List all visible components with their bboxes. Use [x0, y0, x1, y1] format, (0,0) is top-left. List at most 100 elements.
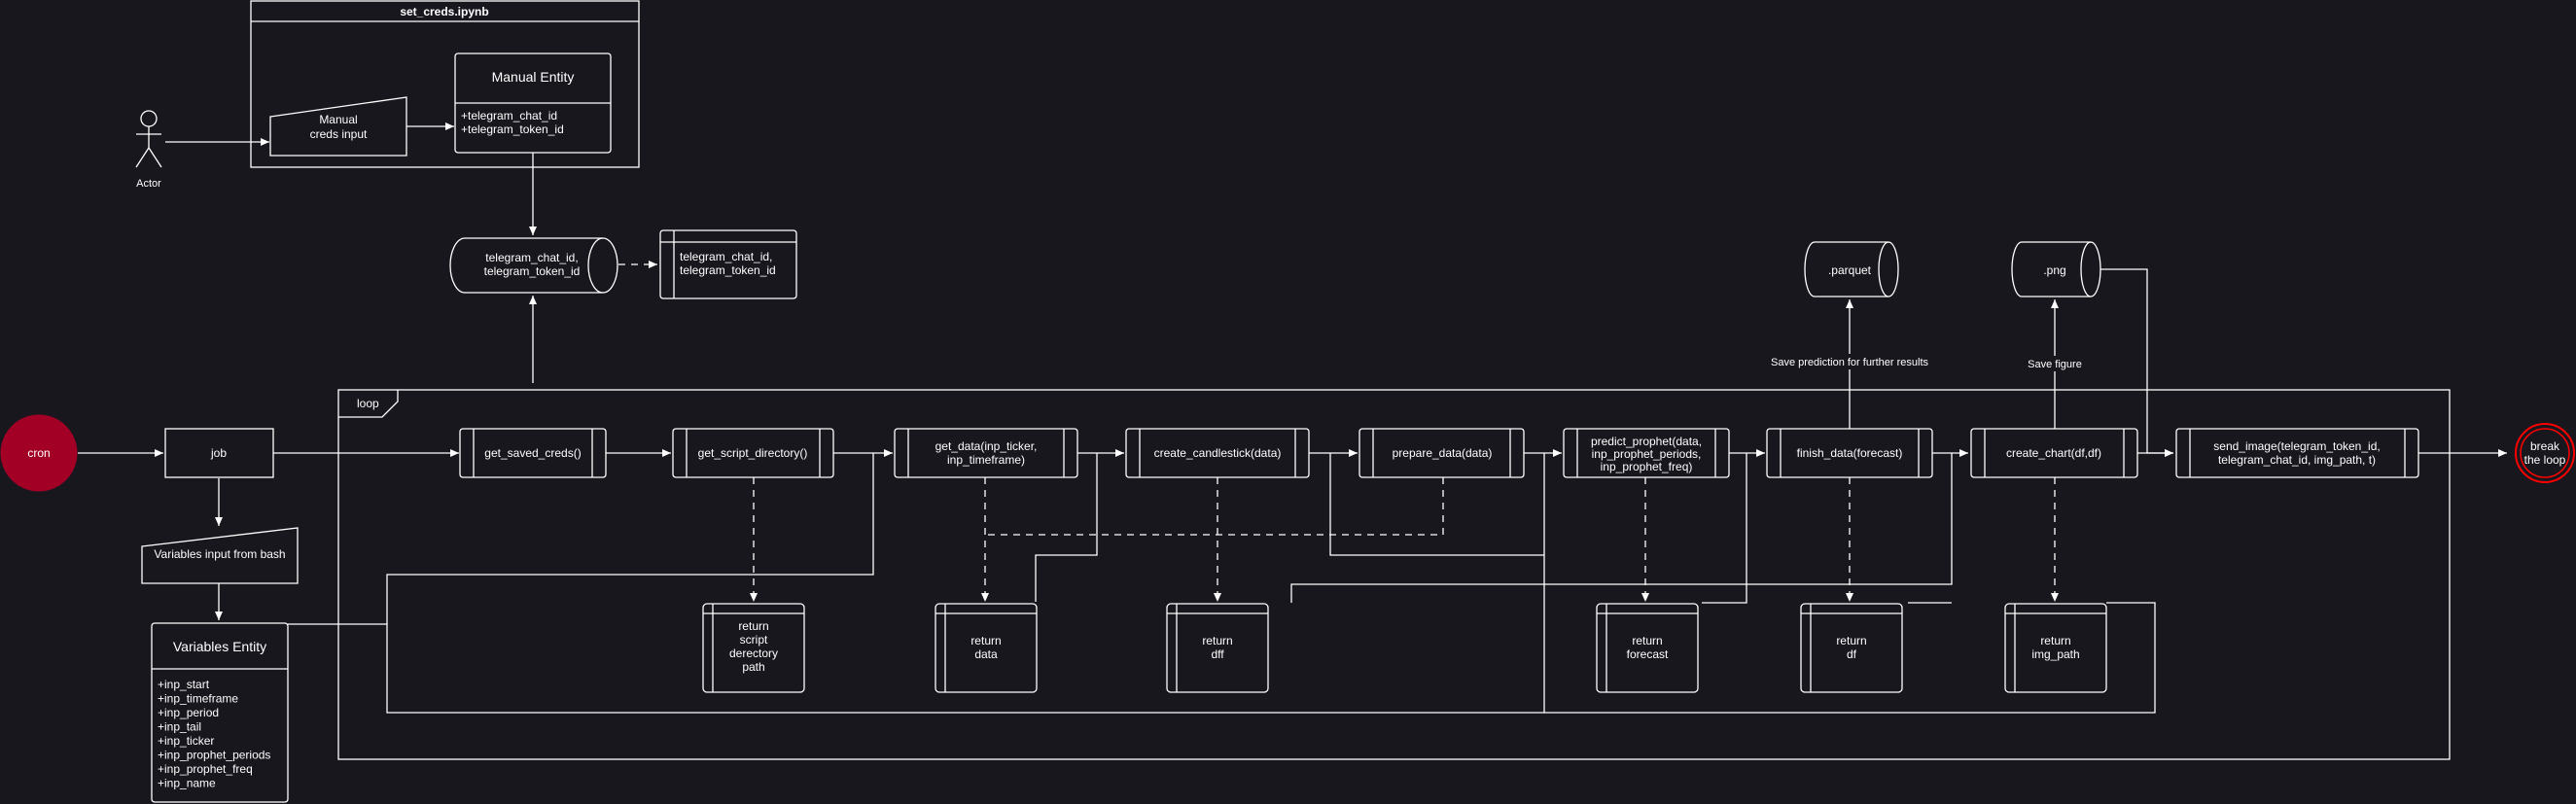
text-line: return: [1632, 634, 1662, 647]
text-line: +inp_name: [158, 777, 216, 790]
text-line: Manual: [319, 113, 357, 126]
text-line: creds input: [310, 127, 368, 141]
creds-store-label: telegram_chat_id,telegram_token_id: [484, 251, 581, 278]
text-line: telegram_chat_id,: [680, 250, 772, 263]
text-line: path: [742, 660, 764, 674]
variables-entity: Variables Entity +inp_start+inp_timefram…: [151, 622, 289, 803]
png-store: .png: [2011, 241, 2101, 297]
job-label: job: [210, 446, 227, 460]
process-finish-data: finish_data(forecast): [1766, 428, 1933, 478]
text-line: send_image(telegram_token_id,: [2213, 439, 2380, 453]
text-line: return: [738, 619, 768, 633]
text-line: create_chart(df,df): [2006, 446, 2101, 460]
save-figure-label: Save figure: [2028, 359, 2082, 370]
text-line: +inp_prophet_periods: [158, 749, 270, 762]
text-line: get_data(inp_ticker,: [935, 439, 1038, 453]
text-line: +inp_prophet_freq: [158, 762, 253, 776]
send-image-label: send_image(telegram_token_id,telegram_ch…: [2213, 439, 2380, 467]
bash-input-label: Variables input from bash: [154, 547, 285, 561]
variables-entity-fields: +inp_start+inp_timeframe+inp_period+inp_…: [158, 678, 270, 790]
text-line: +inp_tail: [158, 720, 201, 734]
process-prepare-data: prepare_data(data): [1359, 428, 1525, 478]
loop-label: loop: [357, 397, 379, 410]
text-line: df: [1847, 647, 1857, 661]
actor-label: Actor: [136, 178, 161, 190]
png-label: .png: [2043, 263, 2065, 277]
text-line: dff: [1211, 647, 1224, 661]
job: job: [164, 428, 274, 478]
manual-entity-title: Manual Entity: [492, 69, 575, 85]
text-line: inp_prophet_freq): [1601, 460, 1693, 473]
text-line: data: [974, 647, 998, 661]
variables-entity-title: Variables Entity: [173, 639, 266, 654]
manual-entity-fields: +telegram_chat_id+telegram_token_id: [461, 109, 564, 136]
get-script-directory-label: get_script_directory(): [698, 446, 808, 460]
text-line: telegram_chat_id, img_path, t): [2218, 453, 2376, 467]
actor: Actor: [135, 110, 162, 190]
notebook-container: set_creds.ipynb: [250, 0, 640, 168]
text-line: finish_data(forecast): [1797, 446, 1903, 460]
text-line: return: [2040, 634, 2070, 647]
text-line: inp_prophet_periods,: [1592, 447, 1702, 461]
prepare-data-label: prepare_data(data): [1393, 446, 1493, 460]
finish-data-label: finish_data(forecast): [1797, 446, 1903, 460]
text-line: inp_timeframe): [947, 453, 1025, 467]
text-line: the loop: [2524, 453, 2566, 467]
text-line: telegram_token_id: [484, 264, 581, 278]
process-get-data: get_data(inp_ticker,inp_timeframe): [894, 428, 1078, 478]
text-line: +inp_period: [158, 706, 219, 719]
text-line: telegram_chat_id,: [485, 251, 578, 264]
parquet-store: .parquet: [1804, 241, 1899, 297]
get-data-label: get_data(inp_ticker,inp_timeframe): [935, 439, 1038, 467]
creds-store: telegram_chat_id,telegram_token_id: [449, 237, 618, 294]
text-line: create_candlestick(data): [1154, 446, 1282, 460]
save-prediction-label: Save prediction for further results: [1771, 357, 1929, 368]
process-create-chart: create_chart(df,df): [1970, 428, 2138, 478]
text-line: +inp_timeframe: [158, 692, 238, 706]
text-line: +inp_start: [158, 678, 210, 691]
loop-frame: loop: [337, 389, 2451, 760]
process-get-saved-creds: get_saved_creds(): [459, 428, 607, 478]
text-line: return: [1202, 634, 1232, 647]
create-chart-label: create_chart(df,df): [2006, 446, 2101, 460]
text-line: +inp_ticker: [158, 734, 214, 748]
cron-label: cron: [27, 446, 50, 460]
text-line: get_script_directory(): [698, 446, 808, 460]
text-line: script: [740, 633, 768, 647]
text-line: return: [970, 634, 1001, 647]
process-predict-prophet: predict_prophet(data,inp_prophet_periods…: [1563, 428, 1730, 478]
creds-table: telegram_chat_id,telegram_token_id: [659, 229, 797, 299]
process-create-candlestick: create_candlestick(data): [1125, 428, 1310, 478]
text-line: img_path: [2031, 647, 2079, 661]
process-get-script-directory: get_script_directory(): [672, 428, 834, 478]
text-line: derectory: [729, 647, 778, 660]
text-line: return: [1836, 634, 1866, 647]
text-line: forecast: [1627, 647, 1669, 661]
text-line: get_saved_creds(): [484, 446, 581, 460]
connectors: [78, 268, 2507, 714]
create-candlestick-label: create_candlestick(data): [1154, 446, 1282, 460]
creds-table-label: telegram_chat_id,telegram_token_id: [680, 250, 776, 277]
process-send-image: send_image(telegram_token_id,telegram_ch…: [2175, 428, 2419, 478]
text-line: +telegram_chat_id: [461, 109, 557, 122]
text-line: telegram_token_id: [680, 263, 776, 277]
bash-input: Variables input from bash: [141, 527, 299, 584]
predict-prophet-label: predict_prophet(data,inp_prophet_periods…: [1591, 435, 1702, 473]
text-line: predict_prophet(data,: [1591, 435, 1702, 448]
text-line: prepare_data(data): [1393, 446, 1493, 460]
parquet-label: .parquet: [1828, 263, 1872, 277]
